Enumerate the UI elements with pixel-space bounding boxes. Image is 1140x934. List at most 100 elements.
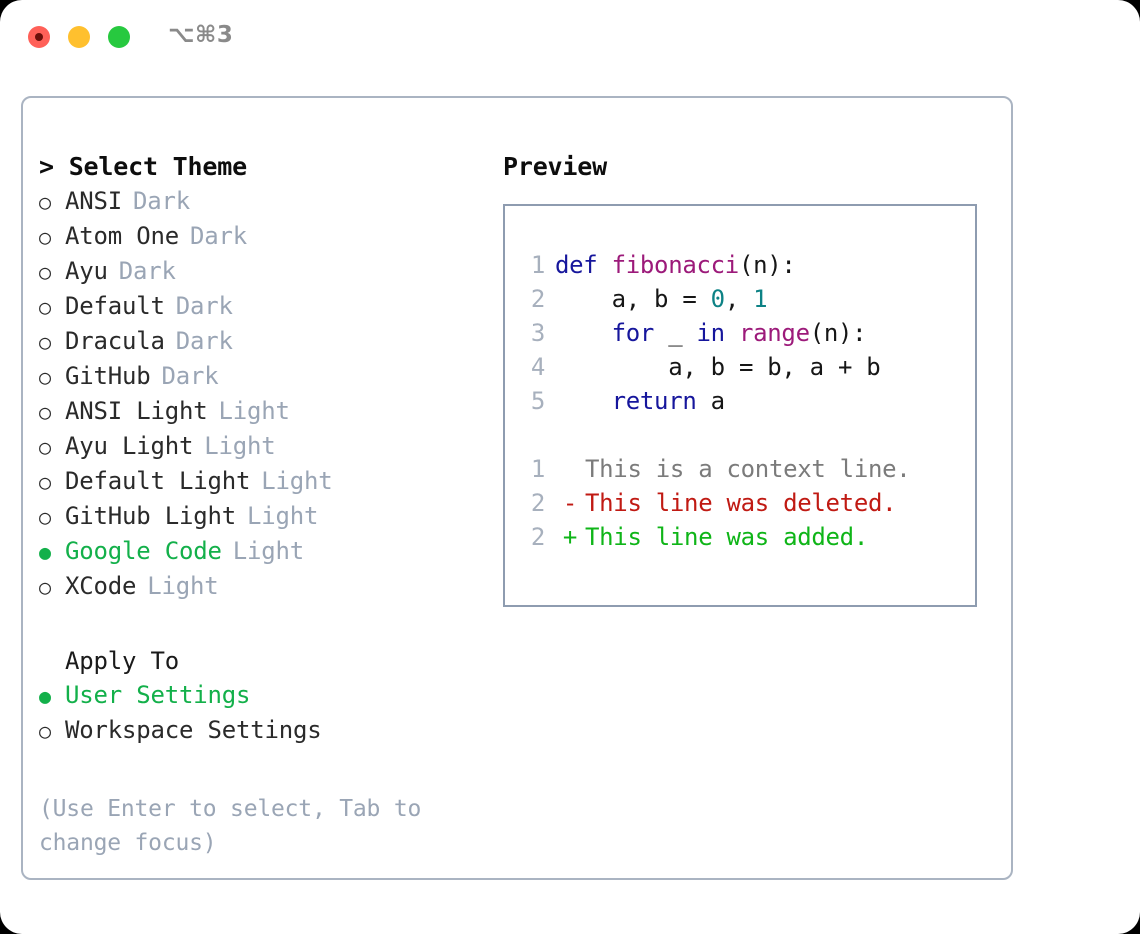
apply-to-option-label: Workspace Settings <box>65 716 322 744</box>
code-token-num: 0 <box>710 285 725 313</box>
diff-line-number: 2 <box>530 489 545 517</box>
code-line: 2 a, b = 0, 1 <box>505 282 975 316</box>
code-token-pl: a, b = <box>555 285 711 313</box>
diff-marker-icon: - <box>562 489 578 517</box>
code-token-kw: for <box>611 319 655 347</box>
diff-line-number: 2 <box>530 523 545 551</box>
radio-unselected-icon: ○ <box>39 330 51 354</box>
apply-to-options-list[interactable]: ● User Settings ○ Workspace Settings <box>39 678 479 748</box>
theme-option-label: GitHub <box>65 362 151 390</box>
theme-option-tag: Light <box>218 397 290 425</box>
apply-to-heading: Apply To <box>65 647 179 675</box>
code-token-kw: return <box>611 387 697 415</box>
code-token-pl: a, b = b, a + b <box>555 353 881 381</box>
radio-selected-icon: ● <box>39 540 51 564</box>
close-button[interactable] <box>28 26 50 48</box>
diff-sample: 1 This is a context line. 2-This line was… <box>505 452 975 554</box>
theme-option-tag: Dark <box>161 362 219 390</box>
code-token-pl: (n): <box>738 251 796 279</box>
code-spacer <box>505 418 975 452</box>
theme-option-default[interactable]: ○ Default Dark <box>39 289 479 324</box>
radio-selected-icon: ● <box>39 684 51 708</box>
theme-option-github-light[interactable]: ○ GitHub Light Light <box>39 499 479 534</box>
keyboard-hint-text: (Use Enter to select, Tab to change focu… <box>39 796 422 856</box>
code-line: 5 return a <box>505 384 975 418</box>
diff-line-text: This line was deleted. <box>585 489 897 517</box>
theme-option-tag: Dark <box>175 327 233 355</box>
radio-unselected-icon: ○ <box>39 295 51 319</box>
radio-unselected-icon: ○ <box>39 575 51 599</box>
apply-to-option-workspace-settings[interactable]: ○ Workspace Settings <box>39 713 479 748</box>
code-token-pl <box>555 319 612 347</box>
diff-line-number: 1 <box>530 455 545 483</box>
radio-unselected-icon: ○ <box>39 260 51 284</box>
theme-option-label: Google Code <box>65 537 222 565</box>
code-token-fn: range <box>738 319 810 347</box>
theme-option-label: Default Light <box>65 467 251 495</box>
code-token-pl <box>555 387 612 415</box>
code-line-number: 5 <box>530 387 545 415</box>
theme-option-tag: Dark <box>190 222 247 250</box>
minimize-button[interactable] <box>68 26 90 48</box>
theme-option-tag: Dark <box>175 292 233 320</box>
theme-option-tag: Light <box>247 502 319 530</box>
code-line-text: a, b = 0, 1 <box>555 282 768 316</box>
theme-option-ayu[interactable]: ○ Ayu Dark <box>39 254 479 289</box>
theme-option-label: XCode <box>65 572 137 600</box>
code-token-kw: in <box>696 319 726 347</box>
radio-unselected-icon: ○ <box>39 719 51 743</box>
theme-option-label: Default <box>65 292 165 320</box>
theme-option-label: Ayu <box>65 257 108 285</box>
theme-option-tag: Light <box>147 572 219 600</box>
theme-option-label: ANSI Light <box>65 397 208 425</box>
radio-unselected-icon: ○ <box>39 505 51 529</box>
code-token-pl: , <box>724 285 754 313</box>
diff-line-add: 2+This line was added. <box>505 520 975 554</box>
radio-unselected-icon: ○ <box>39 365 51 389</box>
theme-option-tag: Light <box>261 467 333 495</box>
diff-marker-icon <box>555 452 585 486</box>
code-token-pl <box>597 251 611 279</box>
code-line-text: def fibonacci(n): <box>555 248 796 282</box>
theme-option-ansi-light[interactable]: ○ ANSI Light Light <box>39 394 479 429</box>
theme-option-label: Atom One <box>65 222 179 250</box>
code-token-pl: (n): <box>809 319 867 347</box>
theme-option-label: GitHub Light <box>65 502 236 530</box>
diff-line-text: This is a context line. <box>585 455 911 483</box>
theme-option-xcode[interactable]: ○ XCode Light <box>39 569 479 604</box>
theme-option-label: ANSI <box>65 187 122 215</box>
theme-option-tag: Dark <box>133 187 190 215</box>
apply-to-option-label: User Settings <box>65 681 251 709</box>
radio-unselected-icon: ○ <box>39 435 51 459</box>
code-token-pl: a <box>696 387 725 415</box>
code-line-text: a, b = b, a + b <box>555 350 881 384</box>
diff-line-ctx: 1 This is a context line. <box>505 452 975 486</box>
code-line: 3 for _ in range(n): <box>505 316 975 350</box>
diff-line-text: This line was added. <box>585 523 868 551</box>
radio-unselected-icon: ○ <box>39 400 51 424</box>
apply-to-section: Apply To ● User Settings ○ Workspace Settin… <box>39 644 479 748</box>
code-line-number: 4 <box>530 353 545 381</box>
apply-to-option-user-settings[interactable]: ● User Settings <box>39 678 479 713</box>
preview-heading: Preview <box>503 152 607 181</box>
maximize-button[interactable] <box>108 26 130 48</box>
code-token-kw: def <box>555 251 598 279</box>
code-line-number: 3 <box>530 319 545 347</box>
theme-option-tag: Dark <box>118 257 176 285</box>
radio-unselected-icon: ○ <box>39 470 51 494</box>
theme-option-default-light[interactable]: ○ Default Light Light <box>39 464 479 499</box>
code-token-pl <box>725 319 739 347</box>
select-theme-heading: > Select Theme <box>39 152 247 181</box>
theme-option-github[interactable]: ○ GitHub Dark <box>39 359 479 394</box>
